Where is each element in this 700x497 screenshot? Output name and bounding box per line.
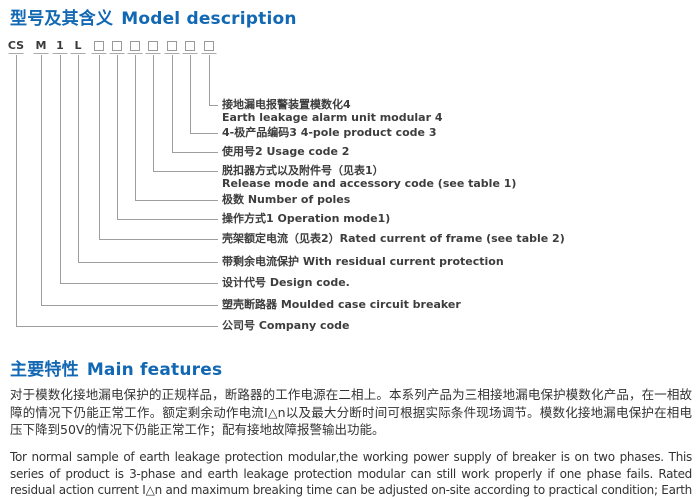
- connector-horizontal-line: [99, 239, 218, 240]
- connector-vertical-line: [190, 55, 191, 133]
- model-description-heading: 型号及其含义 Model description: [10, 4, 297, 29]
- main-features-paragraph-en: Tor normal sample of earth leakage prote…: [10, 450, 692, 497]
- code-cell-underline: [52, 53, 68, 54]
- model-code-box: [94, 41, 104, 51]
- connector-horizontal-line: [41, 305, 218, 306]
- model-code-box: [185, 41, 195, 51]
- code-label: 带剩余电流保护 With residual current protection: [222, 255, 504, 268]
- code-cell-underline: [164, 53, 180, 54]
- main-features-heading-zh: 主要特性: [10, 360, 79, 380]
- code-cell-underline: [201, 53, 217, 54]
- code-label-line: 塑壳断路器 Moulded case circuit breaker: [222, 298, 461, 311]
- connector-horizontal-line: [153, 171, 218, 172]
- code-label: 4-极产品编码3 4-pole product code 3: [222, 126, 436, 139]
- code-cell-underline: [33, 53, 49, 54]
- code-label-line: Release mode and accessory code (see tab…: [222, 177, 517, 190]
- code-label-line: 公司号 Company code: [222, 319, 350, 332]
- model-code-char: L: [74, 39, 82, 52]
- connector-vertical-line: [135, 55, 136, 200]
- code-label-line: 壳架额定电流（见表2）Rated current of frame (see t…: [222, 232, 565, 245]
- connector-vertical-line: [16, 55, 17, 326]
- code-label-line: 脱扣器方式以及附件号（见表1）: [222, 164, 384, 177]
- code-label-line: 设计代号 Design code.: [222, 276, 350, 289]
- connector-vertical-line: [78, 55, 79, 262]
- code-label-line: Earth leakage alarm unit modular 4: [222, 111, 443, 124]
- code-label: 操作方式1 Operation mode1): [222, 212, 390, 225]
- code-label-line: 4-极产品编码3 4-pole product code 3: [222, 126, 437, 139]
- code-label: 塑壳断路器 Moulded case circuit breaker: [222, 298, 461, 311]
- model-description-heading-zh: 型号及其含义: [10, 9, 114, 29]
- code-label: 极数 Number of poles: [222, 193, 350, 206]
- model-description-heading-en: Model description: [121, 9, 297, 29]
- code-label: 壳架额定电流（见表2）Rated current of frame (see t…: [222, 232, 565, 245]
- code-label: 脱扣器方式以及附件号（见表1）Release mode and accessor…: [222, 164, 516, 190]
- connector-horizontal-line: [135, 200, 218, 201]
- connector-vertical-line: [172, 55, 173, 152]
- connector-horizontal-line: [117, 219, 218, 220]
- connector-vertical-line: [60, 55, 61, 283]
- code-label-line: 带剩余电流保护 With residual current protection: [222, 255, 504, 268]
- model-code-box: [112, 41, 122, 51]
- connector-horizontal-line: [16, 326, 218, 327]
- main-features-heading-en: Main features: [86, 360, 223, 380]
- model-code-box: [148, 41, 158, 51]
- model-code-box: [167, 41, 177, 51]
- connector-horizontal-line: [78, 262, 218, 263]
- code-label: 使用号2 Usage code 2: [222, 145, 349, 158]
- code-cell-underline: [109, 53, 125, 54]
- code-cell-underline: [8, 53, 24, 54]
- model-code-char: M: [35, 39, 47, 52]
- model-code-char: 1: [56, 39, 64, 52]
- model-code-box: [130, 41, 140, 51]
- code-label-line: 接地漏电报警装置模数化4: [222, 98, 351, 111]
- connector-horizontal-line: [190, 133, 218, 134]
- code-cell-underline: [145, 53, 161, 54]
- code-label-line: 使用号2 Usage code 2: [222, 145, 350, 158]
- model-code-box: [204, 41, 214, 51]
- connector-vertical-line: [153, 55, 154, 171]
- code-label-line: 操作方式1 Operation mode1): [222, 212, 391, 225]
- model-code-char: CS: [7, 39, 25, 52]
- connector-horizontal-line: [172, 152, 218, 153]
- connector-vertical-line: [99, 55, 100, 239]
- code-label: 公司号 Company code: [222, 319, 349, 332]
- code-cell-underline: [182, 53, 198, 54]
- code-cell-underline: [70, 53, 86, 54]
- code-label-line: 极数 Number of poles: [222, 193, 351, 206]
- connector-vertical-line: [117, 55, 118, 219]
- code-label: 设计代号 Design code.: [222, 276, 350, 289]
- connector-horizontal-line: [209, 105, 218, 106]
- connector-horizontal-line: [60, 283, 218, 284]
- main-features-heading: 主要特性 Main features: [10, 355, 222, 380]
- connector-vertical-line: [41, 55, 42, 305]
- code-cell-underline: [91, 53, 107, 54]
- main-features-paragraph-zh: 对于模数化接地漏电保护的正规样品，断路器的工作电源在二相上。本系列产品为三相接地…: [10, 387, 692, 437]
- code-cell-underline: [127, 53, 143, 54]
- connector-vertical-line: [209, 55, 210, 105]
